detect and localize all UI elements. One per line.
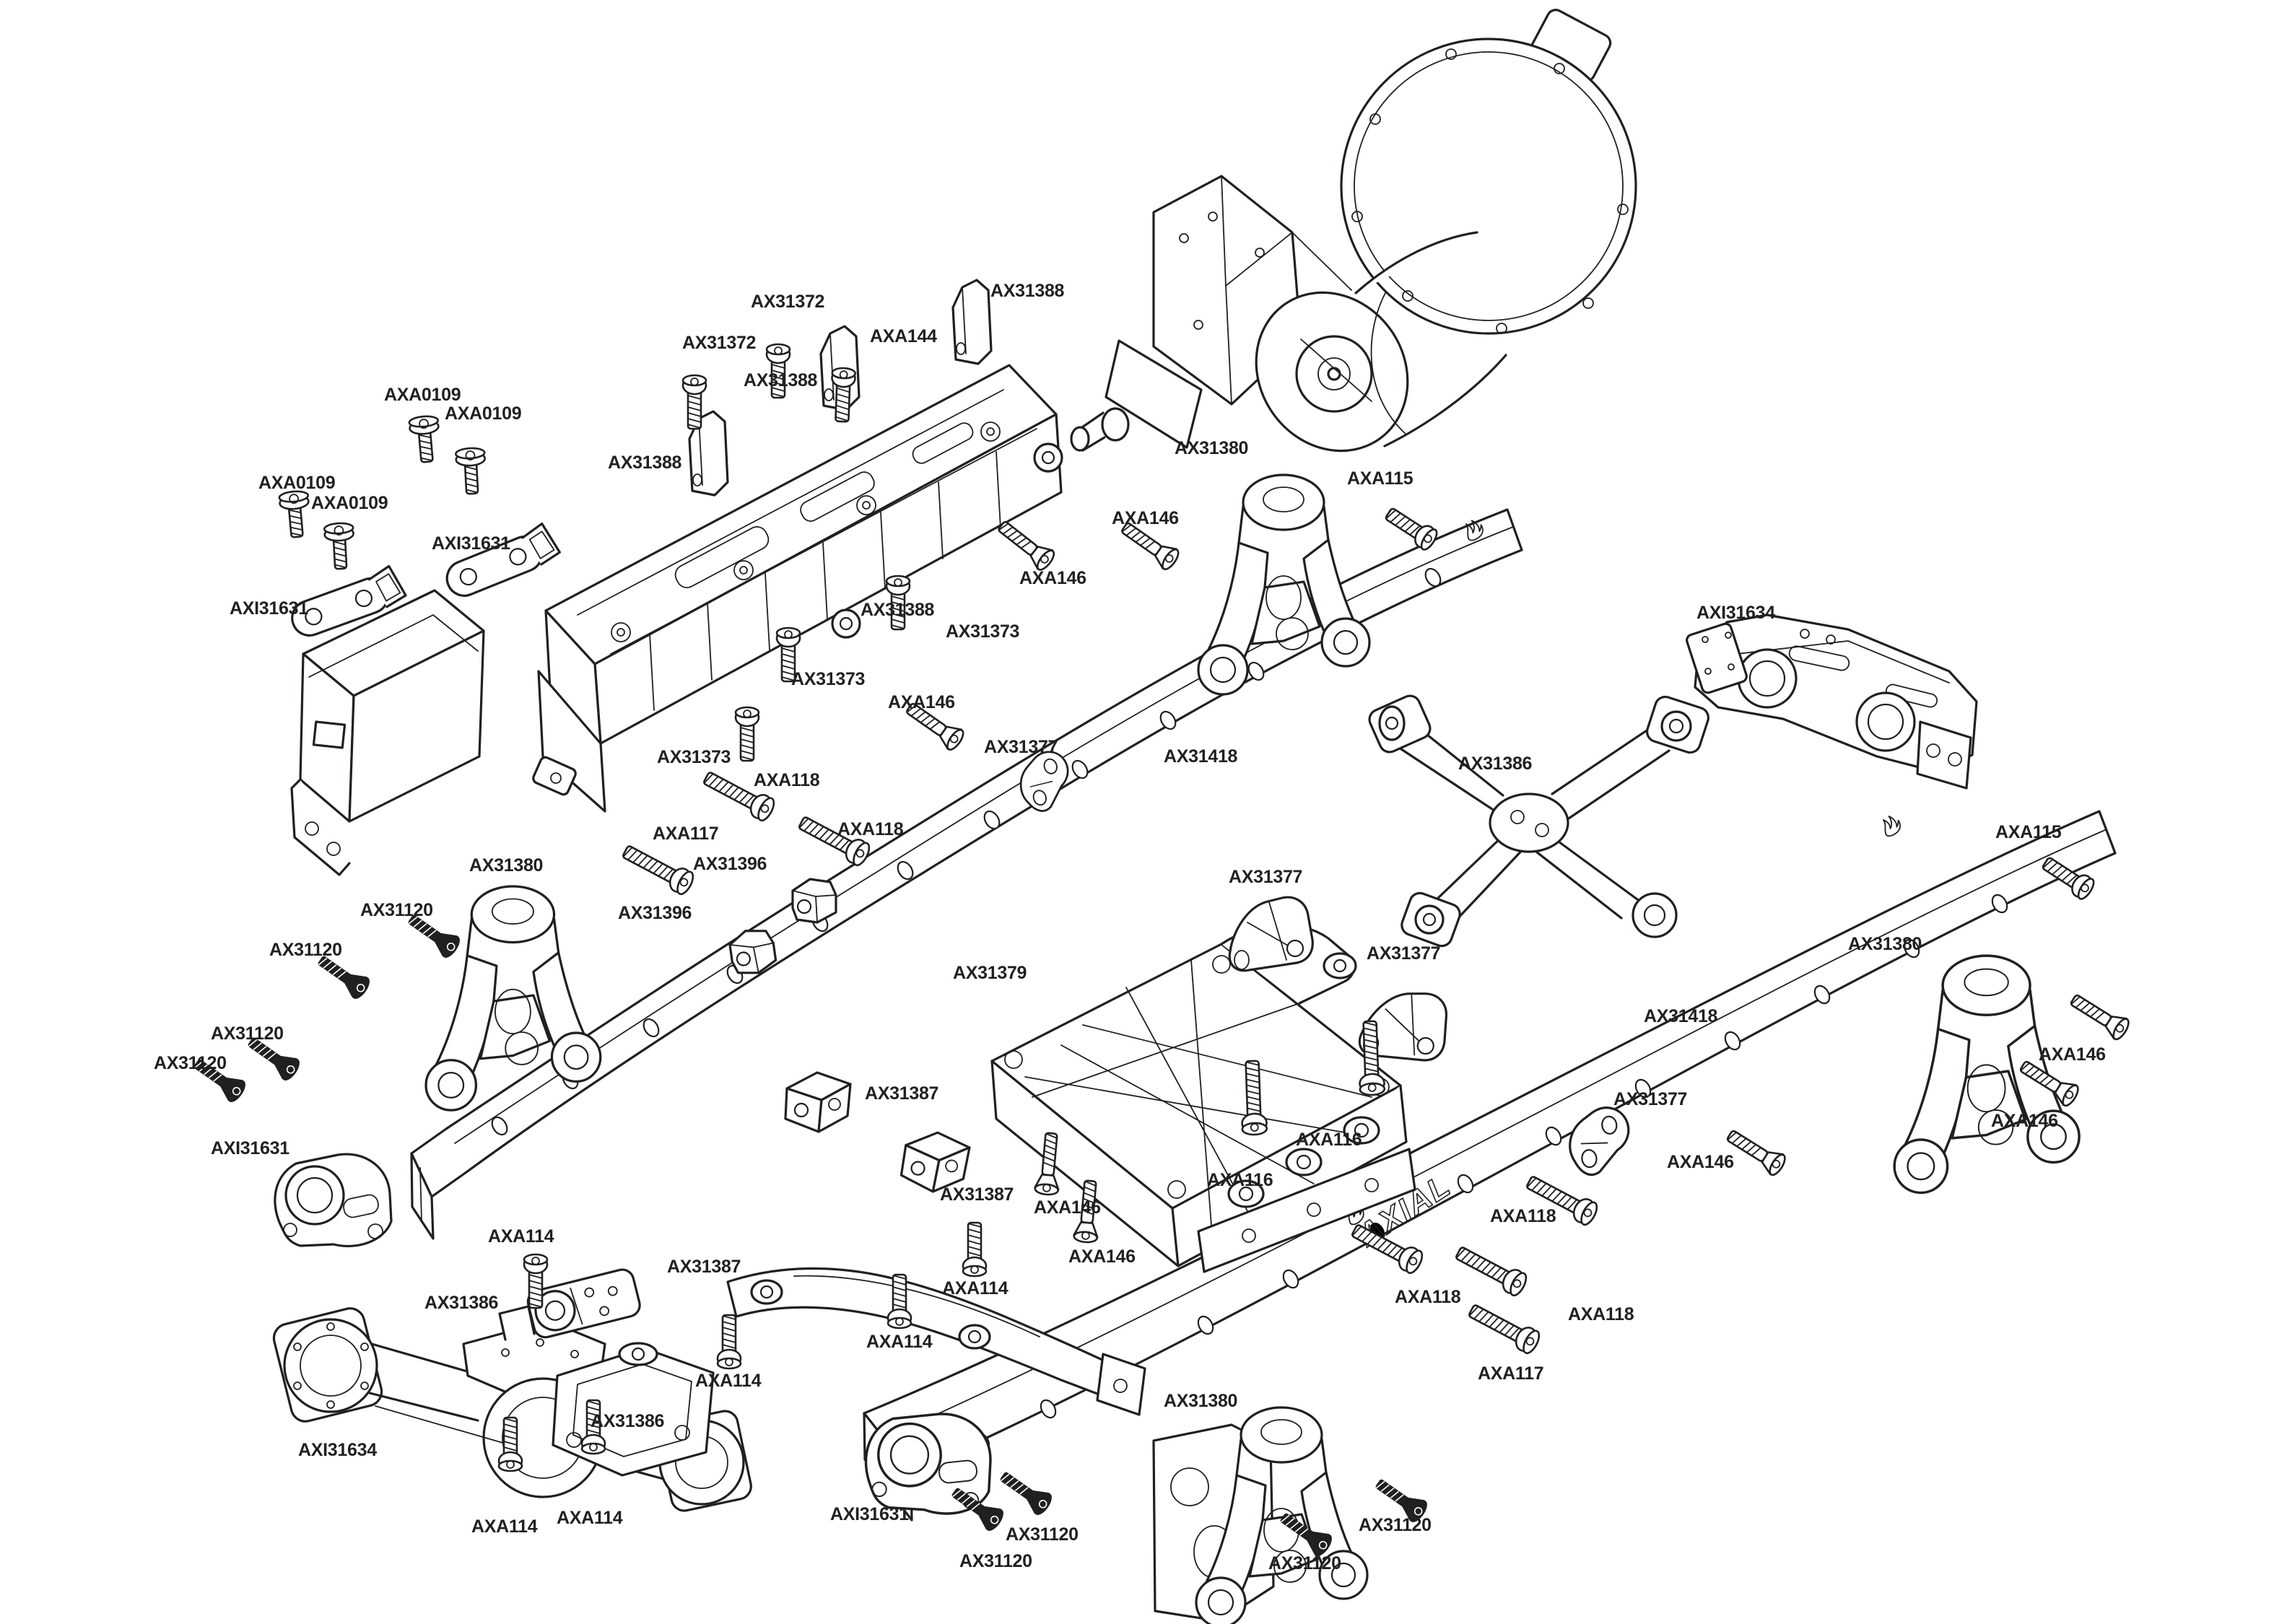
part-label-AX31379: AX31379 [953,963,1027,983]
part-label-AXA114: AXA114 [942,1278,1009,1298]
part-label-AX31120: AX31120 [269,940,342,960]
part-label-AXA114: AXA114 [557,1508,623,1528]
part-label-AXA146: AXA146 [888,692,955,712]
part-label-AXA0109: AXA0109 [258,473,336,493]
part-drawing-motor-transmission [1070,9,1637,453]
part-label-AX31418: AX31418 [1644,1006,1718,1026]
part-label-AXA146: AXA146 [1991,1111,2058,1131]
part-label-AX31380: AX31380 [1164,1391,1238,1411]
part-label-AXA117: AXA117 [653,824,719,844]
part-drawing-xbrace-ax31386 [1368,694,1709,948]
part-drawing-rear-mount-axi31634 [1686,614,1978,790]
part-label-AXA115: AXA115 [1347,468,1413,489]
part-label-AXA117: AXA117 [1478,1363,1544,1384]
part-label-AX31388: AX31388 [990,281,1065,301]
part-label-AX31120: AX31120 [211,1023,284,1044]
part-label-AXA116: AXA116 [1296,1130,1362,1150]
part-label-AXA114: AXA114 [488,1226,554,1247]
part-label-AX31396: AX31396 [693,854,767,874]
part-drawing-skid-plate-ax31379 [990,923,1416,1273]
part-label-AXI31634: AXI31634 [1696,603,1775,623]
part-label-AX31377: AX31377 [1613,1089,1688,1109]
part-label-AX31372: AX31372 [751,292,825,312]
part-label-AX31377: AX31377 [984,737,1058,757]
part-label-AX31380: AX31380 [469,855,544,876]
part-label-AXI31631: AXI31631 [211,1138,289,1158]
part-label-AX31388: AX31388 [861,600,935,620]
part-label-AXI31634: AXI31634 [298,1440,377,1460]
part-label-AX31380: AX31380 [1175,438,1249,458]
part-label-AX31373: AX31373 [946,621,1020,642]
part-label-AX31386: AX31386 [424,1293,499,1313]
part-label-AX31120: AX31120 [360,900,433,920]
part-label-AXA118: AXA118 [837,819,904,839]
part-label-AXI31631: AXI31631 [830,1504,909,1524]
part-label-AX31386: AX31386 [591,1411,665,1431]
part-label-AXA0109: AXA0109 [445,403,522,424]
part-label-AX31387: AX31387 [667,1257,741,1277]
part-label-AXA146: AXA146 [1667,1152,1734,1172]
part-drawing-receiver-box [290,589,485,876]
part-label-AXA118: AXA118 [1568,1304,1634,1324]
part-label-AXA118: AXA118 [1395,1287,1461,1307]
part-label-AX31372: AX31372 [682,333,757,353]
part-label-AXA114: AXA114 [695,1371,762,1391]
part-label-AXA0109: AXA0109 [311,493,388,513]
part-label-AX31396: AX31396 [618,903,692,923]
part-label-AX31120: AX31120 [1268,1553,1341,1573]
part-label-AX31388: AX31388 [744,370,818,390]
part-label-AXA118: AXA118 [1490,1206,1556,1226]
part-label-AX31387: AX31387 [865,1083,939,1104]
part-label-AX31377: AX31377 [1229,867,1303,887]
part-label-AXA146: AXA146 [1034,1197,1101,1218]
part-label-AXA146: AXA146 [1019,568,1086,588]
part-drawing-chassis-brace-ax31387 [726,1267,1146,1416]
part-label-AX31418: AX31418 [1164,746,1238,767]
part-label-AX31120: AX31120 [1006,1524,1079,1545]
part-drawing-servo-mount-ax31386 [526,1268,641,1339]
part-label-AXI31631: AXI31631 [230,598,308,619]
part-label-AX31377: AX31377 [1367,943,1441,964]
part-label-AXA146: AXA146 [1112,508,1179,528]
part-label-AXA144: AXA144 [870,326,937,346]
part-label-AXI31631: AXI31631 [432,533,510,554]
part-label-AX31120: AX31120 [959,1551,1032,1571]
part-label-AXA114: AXA114 [866,1332,933,1352]
part-label-AX31373: AX31373 [791,669,866,689]
part-label-AXA146: AXA146 [1068,1247,1136,1267]
part-label-AXA115: AXA115 [1995,822,2062,842]
part-label-AX31373: AX31373 [657,747,731,767]
part-label-AXA116: AXA116 [1207,1170,1273,1190]
part-label-AXA146: AXA146 [2039,1044,2106,1065]
part-drawing-battery-tray-ax31388 [532,364,1063,813]
part-label-AXA114: AXA114 [471,1516,538,1537]
part-label-AX31386: AX31386 [1458,754,1533,774]
part-label-AX31388: AX31388 [608,453,682,473]
part-label-AX31387: AX31387 [940,1184,1014,1205]
part-label-AXA0109: AXA0109 [384,385,461,405]
part-label-AX31380: AX31380 [1848,934,1922,954]
part-drawing-shock-tower-bottom-ax31380 [1152,1406,1369,1624]
part-label-AX31120: AX31120 [154,1053,227,1073]
part-label-AX31120: AX31120 [1359,1515,1432,1535]
part-label-AXA118: AXA118 [754,770,820,790]
